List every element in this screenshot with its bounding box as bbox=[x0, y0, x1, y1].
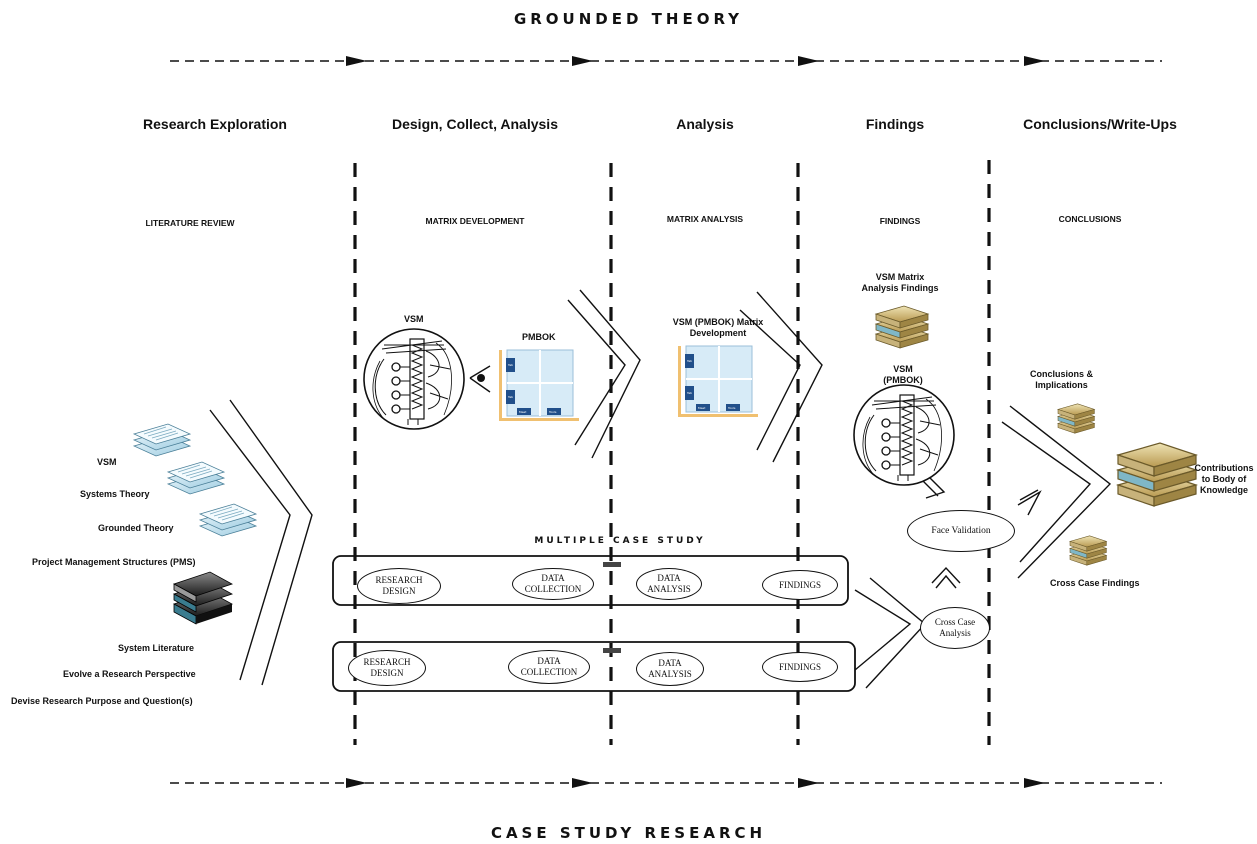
data-analysis-node: DATA ANALYSIS bbox=[636, 568, 702, 600]
matrix-cell-label: Tab bbox=[507, 395, 513, 399]
document-stack-icon bbox=[133, 423, 191, 457]
matrix-cell-label: Level bbox=[714, 422, 722, 426]
face-validation-node: Face Validation bbox=[907, 510, 1015, 552]
vsm-label: VSM bbox=[404, 314, 424, 324]
subhead-findings: FINDINGS bbox=[879, 216, 921, 226]
subhead-matrix-analysis: MATRIX ANALYSIS bbox=[666, 214, 744, 224]
data-analysis-node: DATA ANALYSIS bbox=[636, 652, 704, 686]
eye-icon bbox=[469, 365, 491, 393]
subhead-literature-review: LITERATURE REVIEW bbox=[145, 218, 235, 228]
phase-header-design: Design, Collect, Analysis bbox=[392, 116, 558, 132]
matrix-cell-label: Tools bbox=[548, 410, 557, 414]
pmbok-matrix-icon bbox=[498, 349, 580, 422]
literature-item: Systems Theory bbox=[80, 489, 150, 499]
phase-header-findings: Findings bbox=[865, 116, 925, 132]
vsm-pmbok-matrix-label: VSM (PMBOK) Matrix Development bbox=[672, 317, 764, 338]
hatch-mark bbox=[603, 648, 621, 653]
matrix-cell-label: Tools bbox=[727, 406, 736, 410]
hatch-mark bbox=[603, 562, 621, 567]
subhead-matrix-development: MATRIX DEVELOPMENT bbox=[425, 216, 525, 226]
cross-case-findings-label: Cross Case Findings bbox=[1050, 578, 1140, 588]
vsm-pmbok-matrix-icon bbox=[677, 345, 759, 418]
case-study-box-2 bbox=[332, 641, 856, 692]
book-stack-icon bbox=[875, 305, 929, 349]
book-stack-large-icon bbox=[1117, 442, 1197, 507]
chevrons bbox=[209, 289, 1112, 689]
bottom-timeline bbox=[170, 778, 1162, 788]
matrix-cell-label: Level bbox=[535, 426, 543, 430]
case-study-box-1 bbox=[332, 555, 849, 606]
top-banner: GROUNDED THEORY bbox=[513, 10, 744, 28]
literature-item: VSM bbox=[97, 457, 117, 467]
data-collection-node: DATA COLLECTION bbox=[508, 650, 590, 684]
vsm-pmbok-label: VSM (PMBOK) bbox=[883, 364, 923, 385]
phase-header-exploration: Research Exploration bbox=[143, 116, 287, 132]
findings-node: FINDINGS bbox=[762, 570, 838, 600]
dark-book-stack-icon bbox=[173, 571, 233, 625]
phase-header-analysis: Analysis bbox=[676, 116, 734, 132]
book-stack-small-icon bbox=[1057, 403, 1095, 434]
literature-item: Devise Research Purpose and Question(s) bbox=[11, 696, 193, 706]
document-stack-icon bbox=[167, 461, 225, 495]
matrix-cell-label: Meet bbox=[698, 406, 706, 410]
literature-item: Evolve a Research Perspective bbox=[63, 669, 196, 679]
vsm-matrix-findings-label: VSM Matrix Analysis Findings bbox=[861, 272, 939, 293]
literature-item: Project Management Structures (PMS) bbox=[32, 557, 196, 567]
data-collection-node: DATA COLLECTION bbox=[512, 568, 594, 600]
multiple-case-study-title: MULTIPLE CASE STUDY bbox=[534, 536, 706, 546]
document-stack-icon bbox=[199, 503, 257, 537]
matrix-cell-label: Tab bbox=[686, 391, 692, 395]
phase-header-conclusions: Conclusions/Write-Ups bbox=[1023, 116, 1177, 132]
vsm-pmbok-model-icon bbox=[853, 384, 955, 486]
contributions-label: Contributions to Body of Knowledge bbox=[1194, 463, 1254, 495]
research-design-node: RESEARCH DESIGN bbox=[348, 650, 426, 686]
matrix-cell-label: Meet bbox=[519, 410, 527, 414]
matrix-cell-label: Tab bbox=[686, 359, 692, 363]
book-stack-small-icon bbox=[1069, 535, 1107, 566]
matrix-cell-label: Tab bbox=[507, 363, 513, 367]
vsm-model-icon bbox=[363, 328, 465, 430]
literature-item: System Literature bbox=[118, 643, 195, 653]
literature-item: Grounded Theory bbox=[98, 523, 174, 533]
conclusions-implications-label: Conclusions & Implications bbox=[1029, 369, 1093, 390]
cross-case-analysis-node: Cross Case Analysis bbox=[920, 607, 990, 649]
bottom-banner: CASE STUDY RESEARCH bbox=[490, 824, 767, 842]
research-design-node: RESEARCH DESIGN bbox=[357, 568, 441, 604]
top-timeline bbox=[170, 56, 1162, 66]
findings-node: FINDINGS bbox=[762, 652, 838, 682]
pmbok-label: PMBOK bbox=[522, 332, 556, 342]
subhead-conclusions: CONCLUSIONS bbox=[1058, 214, 1122, 224]
